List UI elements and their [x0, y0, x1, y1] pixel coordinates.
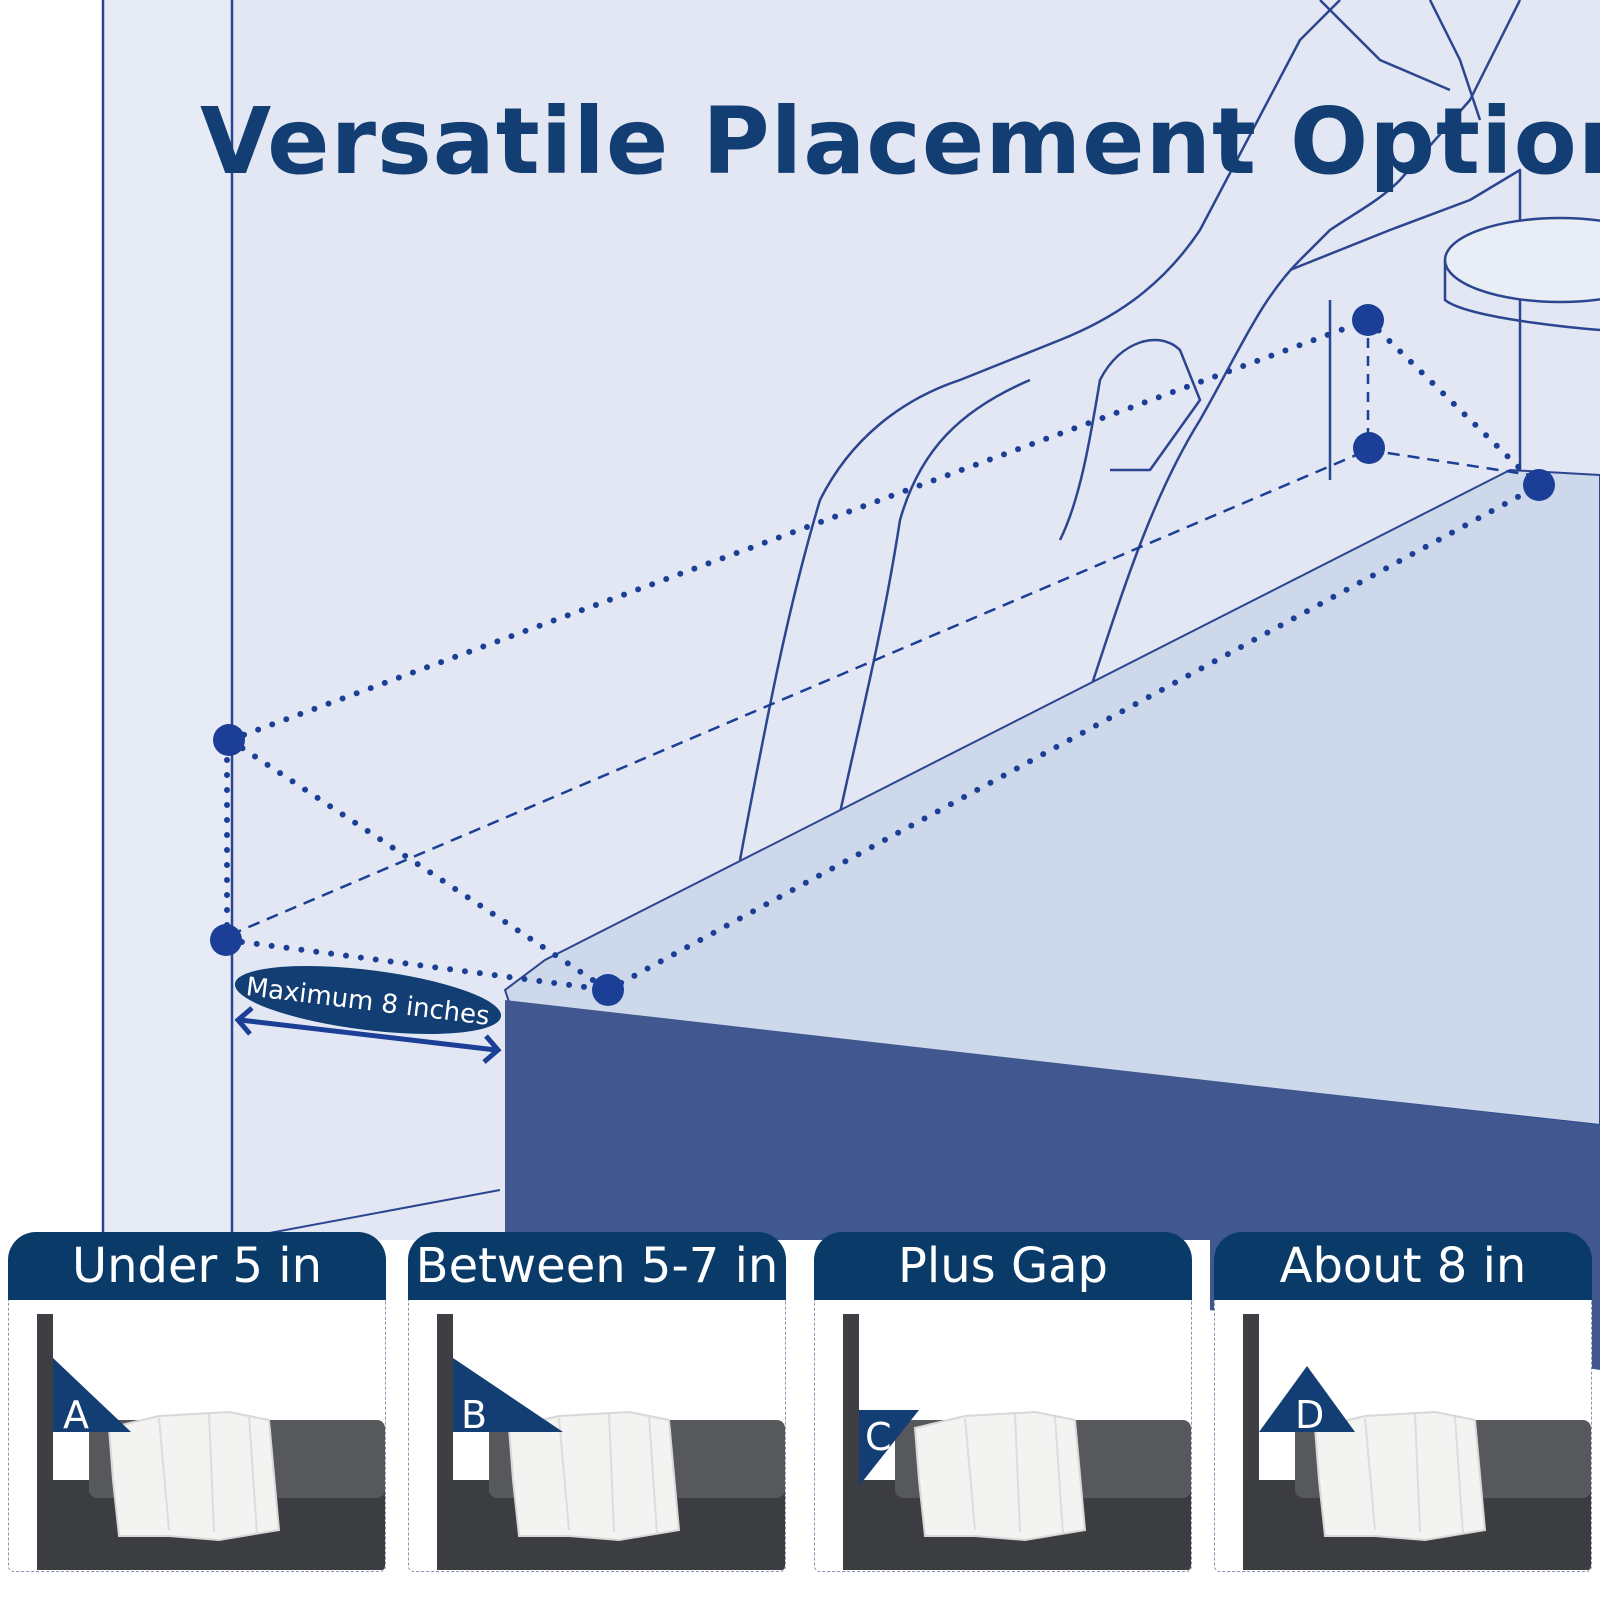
guide-lines — [224, 317, 1541, 993]
marker-letter-c: C — [865, 1415, 892, 1459]
corner-dot — [1352, 304, 1384, 336]
option-card-c: Plus Gap C — [814, 1232, 1192, 1572]
marker-letter-b: B — [461, 1393, 488, 1437]
page-title: Versatile Placement Option — [200, 88, 1600, 195]
corner-dot — [213, 724, 245, 756]
marker-triangle-d — [1259, 1366, 1355, 1432]
corner-dot — [1523, 469, 1555, 501]
option-card-a: Under 5 in A — [8, 1232, 386, 1572]
option-card-b: Between 5-7 in B — [408, 1232, 786, 1572]
option-card-photo: D — [1214, 1300, 1592, 1572]
side-table — [1443, 216, 1600, 470]
marker-triangle-b — [453, 1358, 563, 1432]
option-card-d: About 8 in D — [1214, 1232, 1592, 1572]
option-card-photo: C — [814, 1300, 1192, 1572]
corner-dot — [592, 974, 624, 1006]
option-card-label: Under 5 in — [8, 1232, 386, 1300]
option-card-label: Between 5-7 in — [408, 1232, 786, 1300]
marker-letter-d: D — [1295, 1393, 1325, 1437]
marker-triangle-a — [53, 1358, 131, 1432]
option-card-label: About 8 in — [1214, 1232, 1592, 1300]
option-card-photo: B — [408, 1300, 786, 1572]
marker-letter-a: A — [63, 1393, 89, 1437]
person-outline — [738, 0, 1522, 861]
corner-dot — [1353, 432, 1385, 464]
marker-triangle-c — [859, 1410, 919, 1486]
option-card-label: Plus Gap — [814, 1232, 1192, 1300]
option-card-photo: A — [8, 1300, 386, 1572]
corner-dot — [210, 924, 242, 956]
